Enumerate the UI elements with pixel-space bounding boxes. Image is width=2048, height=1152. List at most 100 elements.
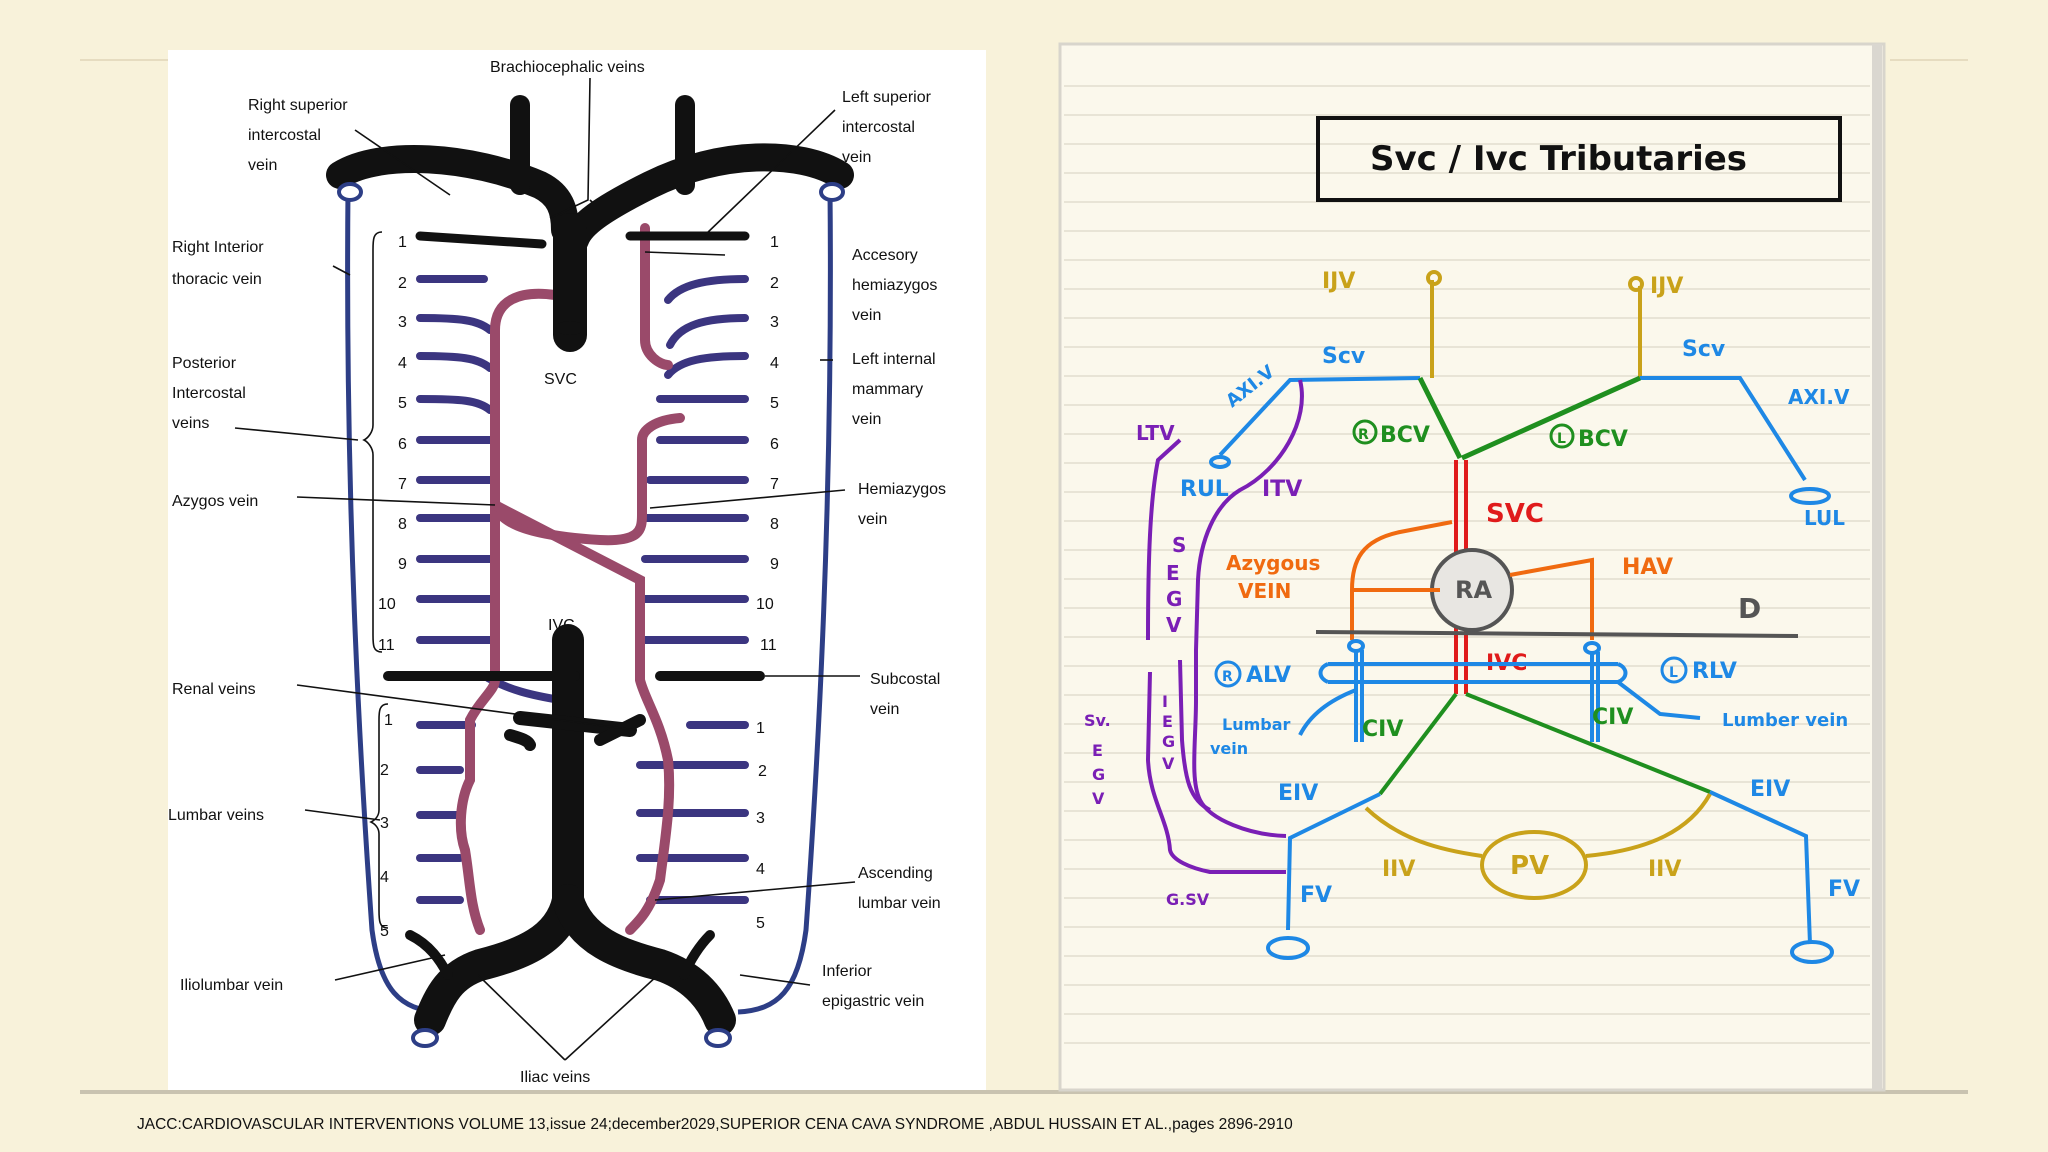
label-lbcv: BCV <box>1578 427 1628 452</box>
rib-number: 2 <box>398 275 407 292</box>
label-accessory-hemiazygos: Accesory <box>852 247 918 264</box>
label-right-interior-thoracic: Right Interior <box>172 239 264 256</box>
label-gsv: G.SV <box>1166 890 1210 909</box>
label-axv-right: AXI.V <box>1788 385 1850 409</box>
rib-number: 7 <box>770 476 779 493</box>
label-ijv-left: IJV <box>1322 269 1355 294</box>
label-right-sup-intercostal: Right superior <box>248 97 348 114</box>
label-azygous: Azygous <box>1226 551 1320 575</box>
vena-cava-system <box>326 95 854 1036</box>
label-iiv-right: IIV <box>1648 857 1681 882</box>
label-left-sup-intercostal: intercostal <box>842 119 915 136</box>
rib-number: 8 <box>398 516 407 533</box>
common-iliac-lines <box>1378 692 1711 796</box>
lumbar-number: 2 <box>758 763 767 780</box>
label-inferior-epigastric: Inferior <box>822 963 872 980</box>
label-iliolumbar: Iliolumbar vein <box>180 977 283 994</box>
label-right-sup-intercostal: vein <box>248 157 277 174</box>
rib-number: 5 <box>770 395 779 412</box>
label-d: D <box>1738 592 1761 625</box>
handwritten-notes: Svc / Ivc Tributaries IJV IJV Scv Scv AX… <box>1058 42 1886 1092</box>
label-lumbar-vein-left: Lumbar <box>1222 715 1291 734</box>
collateral-lines <box>1145 379 1304 874</box>
label-svc-notes: SVC <box>1486 499 1544 529</box>
label-scv-left: Scv <box>1322 344 1366 369</box>
label-lumbar: Lumbar veins <box>168 807 264 824</box>
internal-iliac-pv-lines <box>1364 793 1712 900</box>
lumbar-number: 1 <box>756 720 765 737</box>
label-renal: Renal veins <box>172 681 256 698</box>
left-intercostal-veins <box>416 275 564 904</box>
label-eiv-left: EIV <box>1278 781 1318 806</box>
lumbar-number: 4 <box>756 861 765 878</box>
label-ra: RA <box>1455 576 1492 604</box>
label-right-sup-intercostal: intercostal <box>248 127 321 144</box>
label-sv-egv-letter: V <box>1092 789 1105 808</box>
label-azygos: Azygos vein <box>172 493 258 510</box>
rib-number: 7 <box>398 476 407 493</box>
rib-number: 6 <box>770 436 779 453</box>
label-accessory-hemiazygos: vein <box>852 307 881 324</box>
leader-lines <box>234 77 860 1061</box>
label-left-internal-mammary: mammary <box>852 381 923 398</box>
label-inferior-epigastric: epigastric vein <box>822 993 924 1010</box>
rib-number: 1 <box>770 234 779 251</box>
label-ltv: LTV <box>1136 421 1175 445</box>
label-right-interior-thoracic: thoracic vein <box>172 271 262 288</box>
thoracic-numbers-right: 1 2 3 4 5 6 7 8 9 10 11 <box>756 234 779 654</box>
label-hemiazygos: vein <box>858 511 887 528</box>
label-itv: ITV <box>1262 477 1302 502</box>
rib-number: 9 <box>770 556 779 573</box>
lumbar-number: 1 <box>384 712 393 729</box>
rib-number: 4 <box>398 355 407 372</box>
label-alv: ALV <box>1246 663 1291 688</box>
label-pv: PV <box>1510 851 1549 881</box>
label-sv-egv-letter: G <box>1092 765 1105 784</box>
label-civ-right: CIV <box>1592 705 1633 730</box>
anatomy-labels: Brachiocephalic veins Right superior int… <box>168 59 946 1086</box>
diaphragm-line <box>1315 630 1799 638</box>
notes-title: Svc / Ivc Tributaries <box>1370 139 1747 179</box>
rib-number: 11 <box>760 637 777 654</box>
subclavian-axillary-lines <box>1209 376 1831 505</box>
label-iliac: Iliac veins <box>520 1069 590 1086</box>
label-svc: SVC <box>544 371 577 388</box>
rib-number: 6 <box>398 436 407 453</box>
label-vein: VEIN <box>1238 579 1291 603</box>
lumbar-numbers-right: 1 2 3 4 5 <box>756 720 767 932</box>
label-fv-right: FV <box>1828 877 1860 902</box>
venous-anatomy-diagram: 1 2 3 4 5 6 7 8 9 10 11 1 2 3 4 5 6 7 8 … <box>168 50 986 1090</box>
label-lul: LUL <box>1804 506 1845 530</box>
azygous-hav-lines <box>1350 520 1594 640</box>
title-box <box>1316 116 1842 202</box>
citation-caption: JACC:CARDIOVASCULAR INTERVENTIONS VOLUME… <box>137 1116 1293 1133</box>
label-segv-letter: S <box>1172 533 1186 557</box>
rib-number: 10 <box>378 596 396 613</box>
label-sv-egv-letter: Sv. <box>1084 711 1111 730</box>
azygos-system <box>455 223 685 935</box>
label-left-circle-rlv: L <box>1669 665 1678 681</box>
label-hav: HAV <box>1622 555 1673 580</box>
label-ivc: IVC <box>548 617 575 634</box>
label-segv-letter: G <box>1166 587 1182 611</box>
label-sv-egv-letter: E <box>1092 741 1103 760</box>
label-left-circle: L <box>1557 431 1566 447</box>
thoracic-numbers-left: 1 2 3 4 5 6 7 8 9 10 11 <box>378 234 407 654</box>
lumbar-number: 5 <box>380 923 389 940</box>
label-ascending-lumbar: Ascending <box>858 865 933 882</box>
rib-number: 1 <box>398 234 407 251</box>
label-rbcv: BCV <box>1380 423 1430 448</box>
lumbar-number: 3 <box>380 815 389 832</box>
label-right-circle-alv: R <box>1222 669 1233 685</box>
label-eiv-right: EIV <box>1750 777 1790 802</box>
rib-number: 8 <box>770 516 779 533</box>
label-subcostal: vein <box>870 701 899 718</box>
label-scv-right: Scv <box>1682 337 1726 362</box>
rib-number: 4 <box>770 355 779 372</box>
lumbar-number: 3 <box>756 810 765 827</box>
label-rlv: RLV <box>1692 659 1737 684</box>
lumbar-numbers-left: 1 2 3 4 5 <box>380 712 393 940</box>
rib-number: 9 <box>398 556 407 573</box>
right-intercostal-veins <box>636 275 749 904</box>
